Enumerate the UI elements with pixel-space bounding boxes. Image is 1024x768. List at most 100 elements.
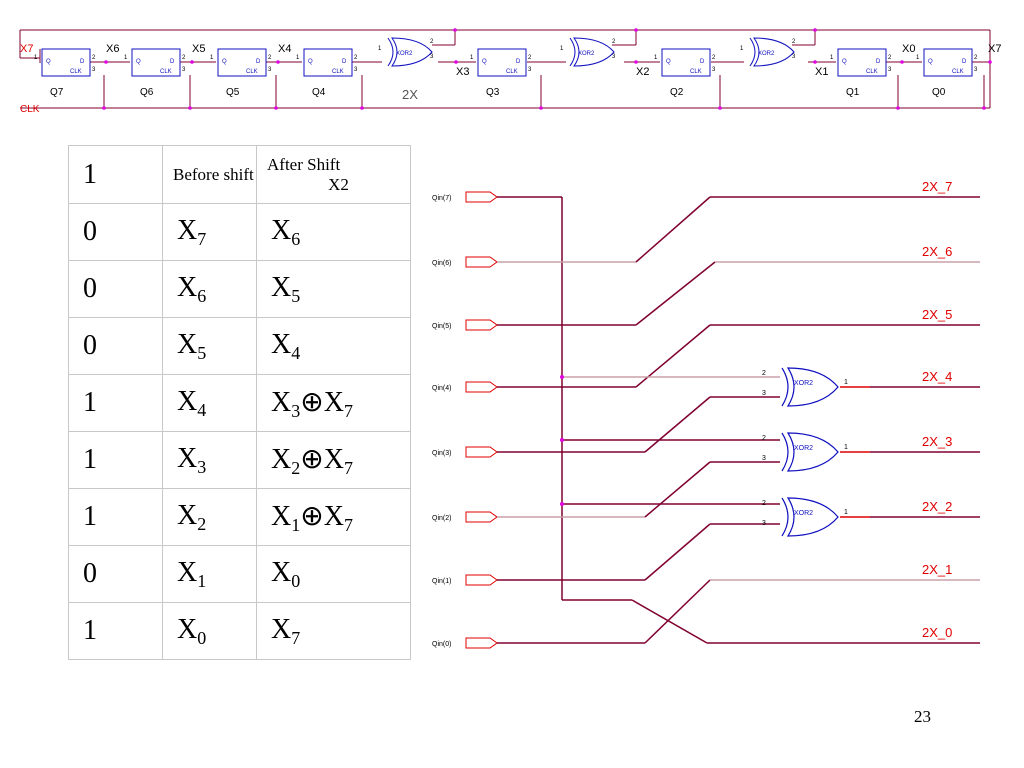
node-junction	[190, 60, 194, 64]
xor-back-curve	[781, 367, 789, 407]
pin-1-number: 1	[378, 46, 382, 52]
output-label: 2X_4	[922, 369, 952, 384]
pin-2-number: 2	[762, 500, 766, 507]
input-port-label: Qin(2)	[432, 515, 451, 522]
output-6: 2X_1	[922, 562, 952, 577]
wire	[635, 261, 716, 326]
node-label-x3: X3	[456, 66, 469, 78]
bus-junction	[560, 502, 564, 506]
output-label: 2X_7	[922, 179, 952, 194]
xor-label: XOR2	[396, 51, 413, 57]
pin-3-number: 3	[762, 455, 766, 462]
pin-d-label: D	[80, 59, 85, 65]
pin-3-number: 3	[888, 67, 892, 73]
pin-1-number: 1	[296, 55, 300, 61]
flipflop-body	[131, 48, 181, 77]
wire	[644, 579, 711, 644]
flipflop-body	[41, 48, 91, 77]
table-header-row: 1 Before shift After Shift X2	[68, 145, 411, 204]
wire-junction	[634, 28, 638, 32]
xor-body	[753, 37, 795, 67]
input-port-label: Qin(0)	[432, 641, 451, 648]
pin-d-label: D	[876, 59, 881, 65]
after-cell: X5	[256, 260, 411, 318]
pin-2-number: 2	[182, 55, 186, 61]
node-label-x0: X0	[902, 43, 915, 55]
flipflop-name: Q1	[846, 87, 860, 98]
pin-2-number: 2	[268, 55, 272, 61]
input-port-label: Qin(7)	[432, 195, 451, 202]
flipflop-name: Q5	[226, 87, 240, 98]
before-cell: X1	[162, 545, 257, 603]
node-junction	[454, 60, 458, 64]
after-cell: X0	[256, 545, 411, 603]
xor-back-curve	[569, 37, 576, 67]
wire-junction	[360, 106, 364, 110]
pin-q-label: Q	[842, 59, 847, 65]
pin-q-label: Q	[928, 59, 933, 65]
pin-2-number: 2	[354, 55, 358, 61]
pin-q-label: Q	[136, 59, 141, 65]
input-port-3: Qin(4)	[432, 381, 498, 393]
input-port-shape	[465, 574, 498, 586]
flipflop-body	[217, 48, 267, 77]
input-port-6: Qin(1)	[432, 574, 498, 586]
pin-2-number: 2	[712, 55, 716, 61]
pin-q-label: Q	[222, 59, 227, 65]
after-cell: X4	[256, 317, 411, 375]
node-junction	[276, 60, 280, 64]
pin-d-label: D	[516, 59, 521, 65]
left-x7-label: X7	[20, 43, 33, 55]
pin-2-number: 2	[762, 435, 766, 442]
poly-cell: 0	[68, 260, 163, 318]
before-cell: X3	[162, 431, 257, 489]
pin-clk-label: CLK	[506, 69, 518, 75]
node-label-x6: X6	[106, 43, 119, 55]
xor-back-curve	[781, 497, 789, 537]
flipflop-body	[303, 48, 353, 77]
pin-q-label: Q	[46, 59, 51, 65]
pin-3-number: 3	[712, 67, 716, 73]
input-port-7: Qin(0)	[432, 637, 498, 649]
output-2: 2X_5	[922, 307, 952, 322]
before-cell: X5	[162, 317, 257, 375]
pin-clk-label: CLK	[866, 69, 878, 75]
wire-junction	[453, 28, 457, 32]
xor-label: XOR2	[794, 380, 813, 387]
input-port-2: Qin(5)	[432, 319, 498, 331]
top-wires	[19, 29, 991, 109]
after-cell: X3⊕X7	[256, 374, 411, 432]
node-label-x2: X2	[636, 66, 649, 78]
pin-1-number: 1	[740, 46, 744, 52]
input-port-0: Qin(7)	[432, 191, 498, 203]
pin-1-number: 1	[844, 379, 848, 386]
poly-cell: 0	[68, 317, 163, 375]
pin-2-number: 2	[888, 55, 892, 61]
wire-junction	[718, 106, 722, 110]
wire	[644, 523, 711, 581]
input-port-label: Qin(1)	[432, 578, 451, 585]
wire-junction	[274, 106, 278, 110]
node-label-x4: X4	[278, 43, 291, 55]
input-port-shape	[465, 191, 498, 203]
wire-junction	[896, 106, 900, 110]
bus-junction	[560, 375, 564, 379]
poly-cell: 1	[68, 374, 163, 432]
pin-q-label: Q	[482, 59, 487, 65]
flipflop-name: Q4	[312, 87, 326, 98]
flipflop-name: Q6	[140, 87, 154, 98]
pin-3-number: 3	[762, 390, 766, 397]
